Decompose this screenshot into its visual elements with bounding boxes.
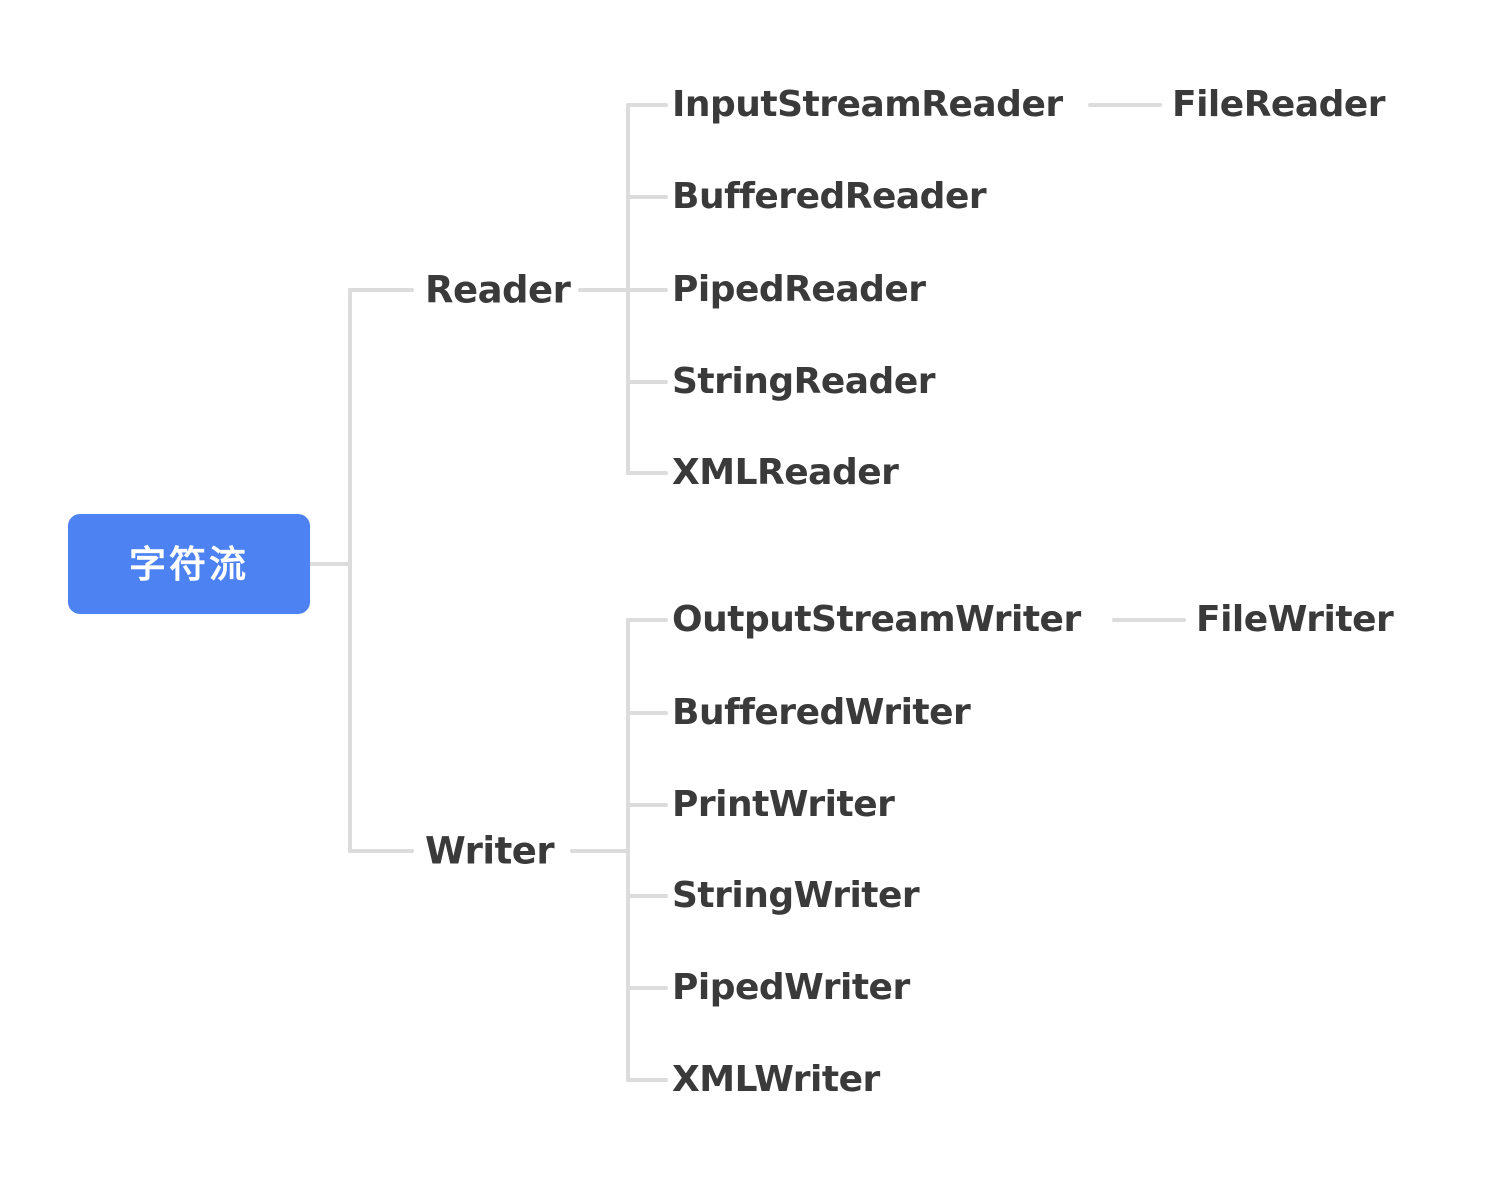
leaf-node-inputstreamreader[interactable]: InputStreamReader bbox=[672, 84, 1063, 125]
leaf-node-xmlreader[interactable]: XMLReader bbox=[672, 452, 899, 493]
root-node-label: 字符流 bbox=[129, 542, 249, 586]
leaf-node-bufferedreader[interactable]: BufferedReader bbox=[672, 176, 987, 217]
branch-node-reader[interactable]: Reader bbox=[425, 268, 571, 312]
leaf-node-filereader[interactable]: FileReader bbox=[1172, 84, 1386, 125]
branch-node-writer[interactable]: Writer bbox=[425, 829, 555, 873]
leaf-node-pipedwriter[interactable]: PipedWriter bbox=[672, 967, 910, 1008]
root-node[interactable]: 字符流 bbox=[68, 514, 310, 614]
leaf-node-stringwriter[interactable]: StringWriter bbox=[672, 875, 920, 916]
leaf-node-stringreader[interactable]: StringReader bbox=[672, 361, 936, 402]
leaf-node-outputstreamwriter[interactable]: OutputStreamWriter bbox=[672, 599, 1081, 640]
leaf-node-bufferedwriter[interactable]: BufferedWriter bbox=[672, 692, 971, 733]
leaf-node-pipedreader[interactable]: PipedReader bbox=[672, 269, 926, 310]
leaf-node-printwriter[interactable]: PrintWriter bbox=[672, 784, 895, 825]
leaf-node-xmlwriter[interactable]: XMLWriter bbox=[672, 1059, 880, 1100]
leaf-node-filewriter[interactable]: FileWriter bbox=[1196, 599, 1394, 640]
